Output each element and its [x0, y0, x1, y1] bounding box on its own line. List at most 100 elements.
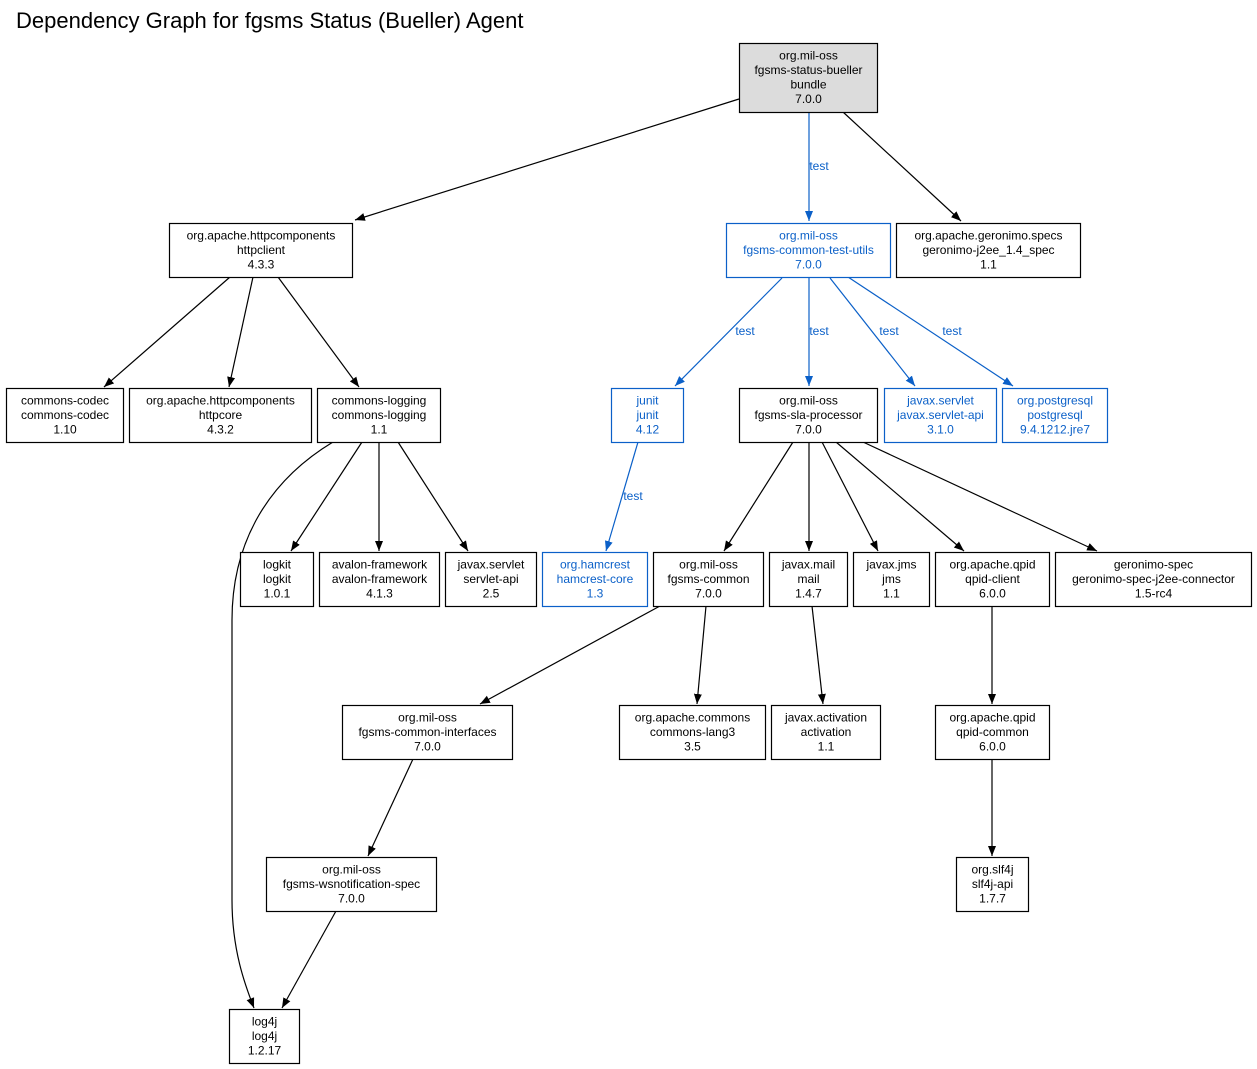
node-box	[738, 42, 879, 114]
node-label-line: org.mil-oss	[679, 557, 738, 571]
edge-httpclient-to-httpcore	[227, 276, 254, 388]
node-label-line: httpclient	[237, 243, 286, 257]
node-label-line: 2.5	[483, 586, 500, 600]
edge-line	[847, 276, 1014, 387]
edge-fgsms-common-to-common-interfaces	[479, 605, 661, 705]
edge-mail-to-activation	[811, 605, 826, 705]
node-label-line: activation	[801, 725, 852, 739]
node-box	[128, 387, 313, 444]
node-box	[883, 387, 998, 444]
edge-root-to-testutils: test	[805, 112, 829, 221]
node-label-line: org.mil-oss	[322, 862, 381, 876]
node-label-line: junit	[635, 393, 659, 407]
node-label-line: postgresql	[1027, 408, 1082, 422]
node-box	[1054, 551, 1253, 608]
node-box	[541, 551, 649, 608]
edge-common-interfaces-to-wsnotification	[367, 758, 414, 857]
edge-sla-processor-to-fgsms-common	[723, 441, 794, 552]
edge-testutils-to-postgresql: test	[847, 276, 1014, 387]
edge-line	[821, 441, 879, 552]
node-label-line: org.hamcrest	[560, 557, 631, 571]
edge-commons-logging-to-servlet-api-25	[397, 441, 469, 552]
node-label-line: bundle	[790, 78, 826, 92]
edge-line	[811, 605, 826, 705]
node-label-line: org.apache.httpcomponents	[187, 228, 336, 242]
edge-line	[674, 277, 783, 387]
node-box	[770, 704, 882, 761]
node-label-line: logkit	[263, 572, 292, 586]
node-label-line: log4j	[252, 1029, 277, 1043]
node-label-line: 6.0.0	[979, 739, 1006, 753]
node-label-line: org.slf4j	[971, 862, 1013, 876]
node-label-line: 6.0.0	[979, 586, 1006, 600]
node-label-line: junit	[635, 408, 659, 422]
node-label-line: 4.3.2	[207, 422, 234, 436]
node-box	[618, 704, 767, 761]
edge-label: test	[942, 324, 962, 338]
node-label-line: geronimo-spec	[1114, 557, 1193, 571]
node-label-line: 7.0.0	[695, 586, 722, 600]
edge-line	[281, 910, 337, 1009]
node-label-line: fgsms-common-interfaces	[358, 725, 496, 739]
edge-testutils-to-servlet-api-31: test	[829, 277, 916, 387]
node-label-line: javax.servlet	[457, 557, 525, 571]
node-box	[725, 222, 892, 279]
node-label-line: 1.5-rc4	[1135, 586, 1173, 600]
node-box	[5, 387, 125, 444]
node-box	[239, 551, 315, 608]
node-box	[955, 856, 1030, 913]
node-label-line: commons-lang3	[650, 725, 736, 739]
node-label-line: slf4j-api	[972, 877, 1013, 891]
node-label-line: 7.0.0	[795, 257, 822, 271]
edge-line	[397, 441, 469, 552]
edge-httpclient-to-commons-logging	[277, 276, 360, 388]
node-label-line: 7.0.0	[795, 92, 822, 106]
edge-label: test	[809, 159, 829, 173]
node-label-line: 7.0.0	[338, 891, 365, 905]
node-label-line: 1.1	[818, 739, 835, 753]
edge-label: test	[809, 324, 829, 338]
edge-line	[290, 441, 363, 552]
node-label-line: qpid-client	[965, 572, 1020, 586]
node-label-line: 3.1.0	[927, 422, 954, 436]
node-label-line: avalon-framework	[332, 572, 428, 586]
edge-root-to-geronimo-j2ee	[842, 111, 962, 222]
node-label-line: commons-logging	[332, 393, 427, 407]
node-label-line: geronimo-j2ee_1.4_spec	[922, 243, 1054, 257]
node-label-line: fgsms-common-test-utils	[743, 243, 874, 257]
node-box	[168, 222, 354, 279]
node-label-line: javax.jms	[865, 557, 916, 571]
node-label-line: avalon-framework	[332, 557, 428, 571]
node-label-line: org.postgresql	[1017, 393, 1093, 407]
node-label-line: 1.7.7	[979, 891, 1006, 905]
node-label-line: 4.1.3	[366, 586, 393, 600]
edge-line	[723, 441, 794, 552]
node-box	[610, 387, 685, 444]
node-box	[652, 551, 765, 608]
edge-line	[604, 441, 639, 552]
node-label-line: org.mil-oss	[779, 393, 838, 407]
node-label-line: commons-logging	[332, 408, 427, 422]
edge-line	[354, 98, 740, 221]
node-box	[318, 551, 441, 608]
node-label-line: org.apache.geronimo.specs	[914, 228, 1062, 242]
node-label-line: geronimo-spec-j2ee-connector	[1072, 572, 1235, 586]
node-box	[738, 387, 879, 444]
node-label-line: commons-codec	[21, 393, 109, 407]
edge-junit-to-hamcrest: test	[604, 441, 643, 552]
edge-line	[367, 758, 414, 857]
node-label-line: 1.4.7	[795, 586, 822, 600]
